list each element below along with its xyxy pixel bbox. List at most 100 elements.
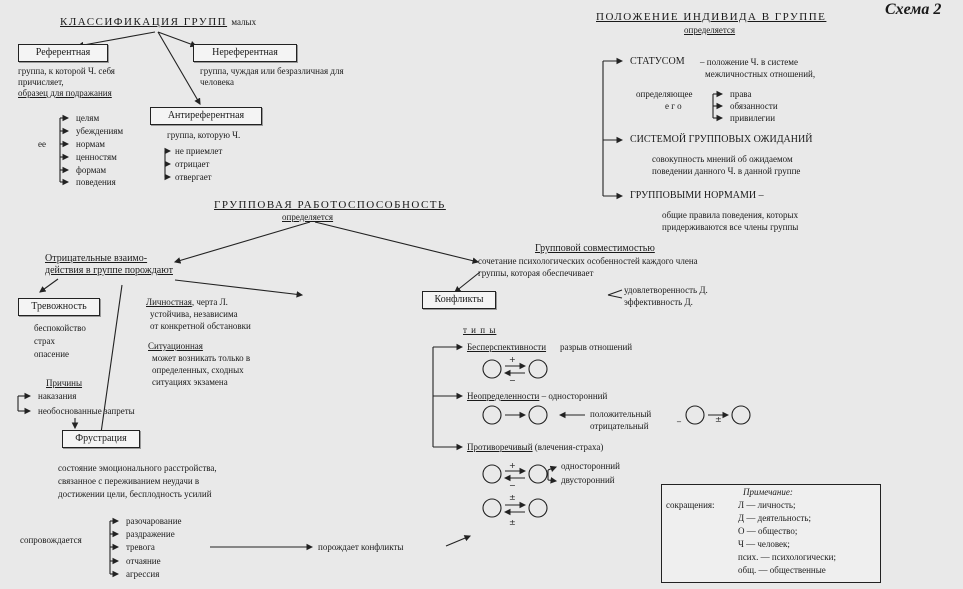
referent-item: поведения xyxy=(76,177,116,187)
note-item: Д — деятельность; xyxy=(738,513,811,523)
expectations-desc-2: поведении данного Ч. в данной группе xyxy=(652,166,801,176)
frustration-label: Фрустрация xyxy=(75,433,127,444)
svg-text:±: ± xyxy=(509,493,516,502)
referent-item: нормам xyxy=(76,139,106,149)
antireferent-box: Антиреферентная xyxy=(150,107,262,125)
futility-desc: разрыв отношений xyxy=(560,342,633,352)
referent-item: убеждениям xyxy=(76,126,124,136)
defining-label: определяющее xyxy=(636,89,693,99)
antireferent-label: Антиреферентная xyxy=(167,110,245,121)
satisfaction-label: удовлетворенность Д. xyxy=(624,285,708,295)
expectations-desc-1: совокупность мнений об ожидаемом xyxy=(652,154,793,164)
compatibility-desc-1: сочетание психологических особенностей к… xyxy=(478,256,698,266)
norms-label: ГРУППОВЫМИ НОРМАМИ – xyxy=(630,190,764,201)
personal-anxiety-desc-1: устойчива, независима xyxy=(150,309,238,319)
conflict-types-title: т и п ы xyxy=(463,325,497,335)
referent-prefix: ее xyxy=(38,139,46,149)
note-title: Примечание: xyxy=(743,487,793,497)
referent-item: целям xyxy=(76,113,100,123)
frustration-item: тревога xyxy=(126,542,155,552)
nonreferent-desc-2: человека xyxy=(200,77,234,87)
referent-item: формам xyxy=(76,165,107,175)
situational-desc-3: ситуациях экзамена xyxy=(152,377,228,387)
svg-text:±: ± xyxy=(509,518,516,527)
note-item: псих. — психологически; xyxy=(738,552,836,562)
frustration-item: отчаяние xyxy=(126,556,161,566)
note-box xyxy=(661,484,881,583)
referent-desc-1: группа, к которой Ч. себя xyxy=(18,66,115,76)
referent-desc-2: причисляет, xyxy=(18,77,64,87)
referent-desc-3: образец для подражания xyxy=(18,88,112,98)
note-item: О — общество; xyxy=(738,526,798,536)
note-item: Ч — человек; xyxy=(738,539,790,549)
frustration-item: раздражение xyxy=(126,529,175,539)
cause-item: необоснованные запреты xyxy=(38,406,135,416)
referent-box: Референтная xyxy=(18,44,108,62)
expectations-label: СИСТЕМОЙ ГРУППОВЫХ ОЖИДАНИЙ xyxy=(630,134,813,145)
rights-item: обязанности xyxy=(730,101,778,111)
anxiety-box: Тревожность xyxy=(18,298,100,316)
positive-label: положительный xyxy=(590,409,652,419)
frustration-desc-2: связанное с переживанием неудачи в xyxy=(58,476,200,486)
conflicts-label: Конфликты xyxy=(434,294,484,305)
compatibility-desc-2: группы, которая обеспечивает xyxy=(478,268,594,278)
svg-text:−: − xyxy=(509,376,516,385)
status-label: СТАТУСОМ xyxy=(630,56,685,67)
conflicts-box: Конфликты xyxy=(422,291,496,309)
antireferent-item: не приемлет xyxy=(175,146,223,156)
compatibility-title: Групповой совместимостью xyxy=(535,243,655,254)
position-subtitle: определяется xyxy=(684,25,736,35)
frustration-desc-3: достижении цели, бесплодность усилий xyxy=(58,489,212,499)
causes-title: Причины xyxy=(46,378,83,388)
note-item: Л — личность; xyxy=(738,500,796,510)
situational-anxiety: Ситуационная xyxy=(148,341,203,351)
status-desc-2: межличностных отношений, xyxy=(705,69,816,79)
nonreferent-box: Нереферентная xyxy=(193,44,297,62)
frustration-item: разочарование xyxy=(126,516,182,526)
nonreferent-label: Нереферентная xyxy=(212,47,278,58)
referent-label: Референтная xyxy=(35,47,91,58)
svg-text:+: + xyxy=(509,355,516,364)
rights-item: привилегии xyxy=(730,113,776,123)
performance-title: ГРУППОВАЯ РАБОТОСПОСОБНОСТЬ xyxy=(214,199,446,211)
referent-item: ценностям xyxy=(76,152,117,162)
negative-label: отрицательный xyxy=(590,421,649,431)
norms-desc-1: общие правила поведения, которых xyxy=(662,210,799,220)
antireferent-item: отвергает xyxy=(175,172,212,182)
accompanied-label: сопровождается xyxy=(20,535,82,545)
anxiety-item: страх xyxy=(34,336,56,346)
svg-text:−: − xyxy=(509,481,516,490)
personal-anxiety-desc-2: от конкретной обстановки xyxy=(150,321,251,331)
uncertainty-row: Неопределенности – односторонний xyxy=(467,391,608,401)
nonreferent-desc-1: группа, чуждая или безразличная для xyxy=(200,66,344,76)
situational-desc-1: может возникать только в xyxy=(152,353,251,363)
one-sided-label: односторонний xyxy=(561,461,620,471)
cause-item: наказания xyxy=(38,391,77,401)
defining-pronoun: е г о xyxy=(665,101,682,111)
antireferent-item: отрицает xyxy=(175,159,210,169)
svg-text:±: ± xyxy=(715,415,722,424)
personal-anxiety: Личностная, черта Л. xyxy=(146,297,228,307)
frustration-box: Фрустрация xyxy=(62,430,140,448)
anxiety-item: опасение xyxy=(34,349,70,359)
frustration-desc-1: состояние эмоционального расстройства, xyxy=(58,463,217,473)
anxiety-label: Тревожность xyxy=(31,301,87,312)
position-title: ПОЛОЖЕНИЕ ИНДИВИДА В ГРУППЕ xyxy=(596,11,827,23)
note-item: общ. — общественные xyxy=(738,565,826,575)
contradictory-row: Противоречивый (влечения-страха) xyxy=(467,442,604,452)
two-sided-label: двусторонний xyxy=(561,475,615,485)
norms-desc-2: придерживаются все члены группы xyxy=(662,222,799,232)
performance-subtitle: определяется xyxy=(282,212,334,222)
antireferent-desc: группа, которую Ч. xyxy=(167,130,241,140)
situational-desc-2: определенных, сходных xyxy=(152,365,244,375)
status-desc-1: – положение Ч. в системе xyxy=(700,57,798,67)
note-prefix: сокращения: xyxy=(666,500,715,510)
efficiency-label: эффективность Д. xyxy=(624,297,693,307)
schema-label: Схема 2 xyxy=(885,1,942,18)
svg-text:_: _ xyxy=(676,413,682,422)
futility-title: Бесперспективности xyxy=(467,342,547,352)
negative-interactions-1: Отрицательные взаимо- xyxy=(45,253,148,264)
anxiety-item: беспокойство xyxy=(34,323,86,333)
